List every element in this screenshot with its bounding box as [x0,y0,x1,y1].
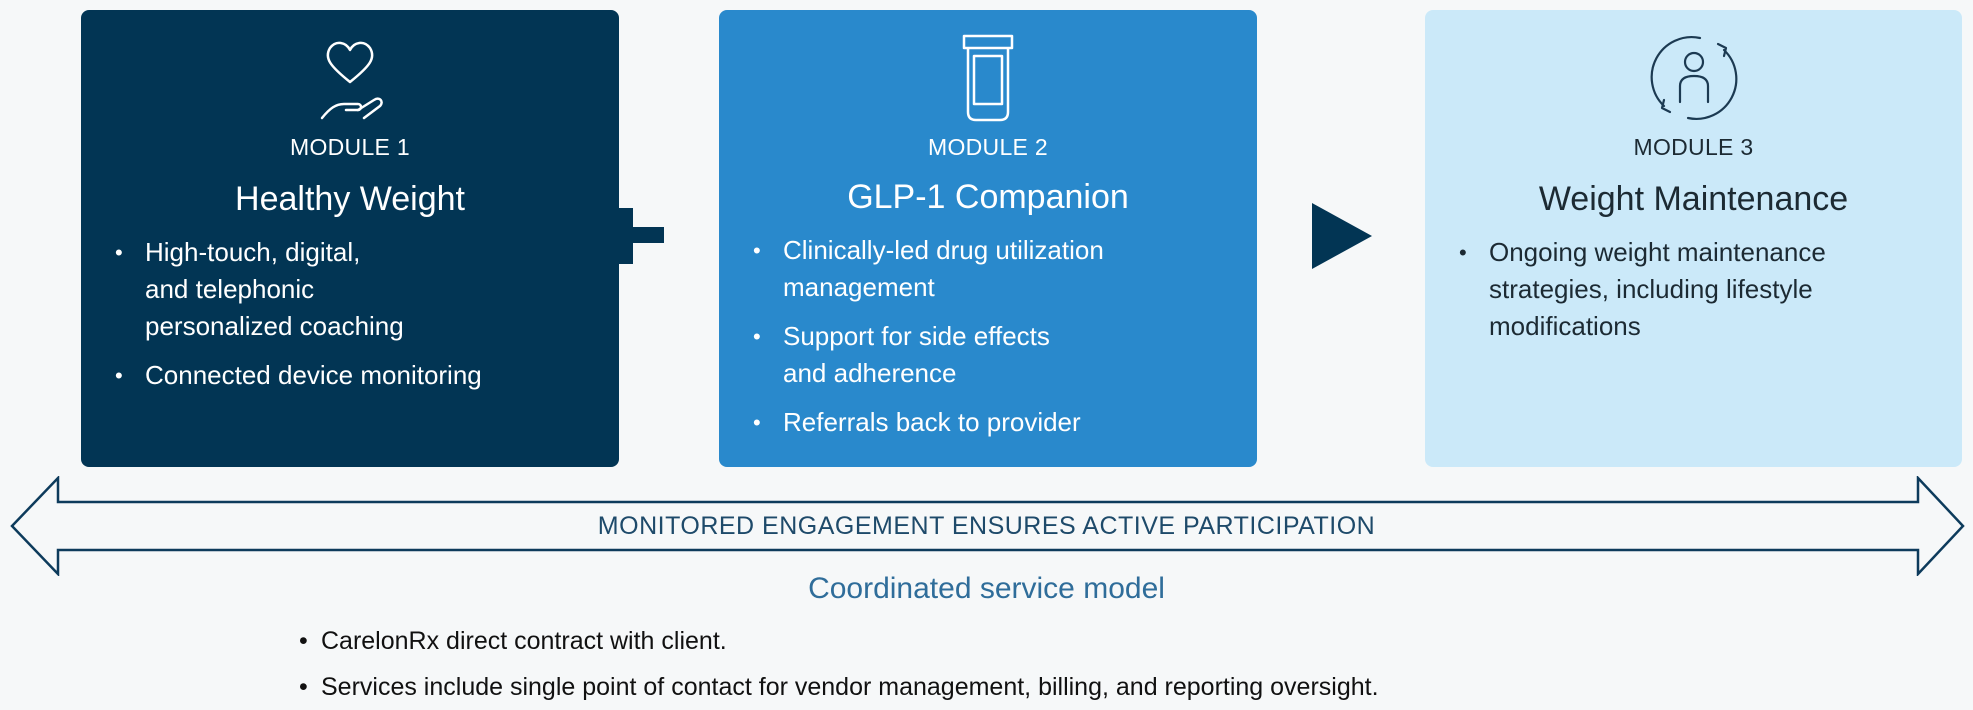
double-arrow-banner [10,476,1965,576]
engagement-banner-text: MONITORED ENGAGEMENT ENSURES ACTIVE PART… [597,512,1376,540]
module-title: Weight Maintenance [1538,180,1849,218]
module-bullet-list: Ongoing weight maintenance strategies, i… [1459,234,1902,357]
list-item: Clinically-led drug utilization manageme… [753,232,1237,306]
module-label: MODULE 2 [928,134,1048,160]
module-label: MODULE 3 [1633,134,1754,160]
service-model-list: CarelonRx direct contract with client. S… [299,618,1379,710]
module-label: MODULE 1 [290,134,410,160]
list-item: High-touch, digital, and telephonic pers… [115,234,599,345]
list-item: CarelonRx direct contract with client. [299,618,1379,664]
module-bullet-list: Clinically-led drug utilization manageme… [753,232,1237,453]
module-2-card: MODULE 2 GLP-1 Companion Clinically-led … [719,10,1257,467]
heart-in-hand-icon [320,41,383,120]
plus-icon [612,208,664,264]
module-3-card: MODULE 3 Weight Maintenance Ongoing weig… [1425,10,1962,467]
module-title: GLP-1 Companion [847,178,1129,216]
service-model-heading: Coordinated service model [808,572,1165,605]
play-arrow-icon [1312,203,1372,269]
list-item: Referrals back to provider [753,404,1237,441]
list-item: Services include single point of contact… [299,664,1379,710]
module-1-card: MODULE 1 Healthy Weight High-touch, digi… [81,10,619,467]
person-cycle-icon [1650,36,1737,120]
module-title: Healthy Weight [235,180,465,218]
list-item: Support for side effects and adherence [753,318,1237,392]
pill-bottle-icon [962,34,1014,122]
list-item: Connected device monitoring [115,357,599,394]
module-bullet-list: High-touch, digital, and telephonic pers… [115,234,599,406]
list-item: Ongoing weight maintenance strategies, i… [1459,234,1902,345]
